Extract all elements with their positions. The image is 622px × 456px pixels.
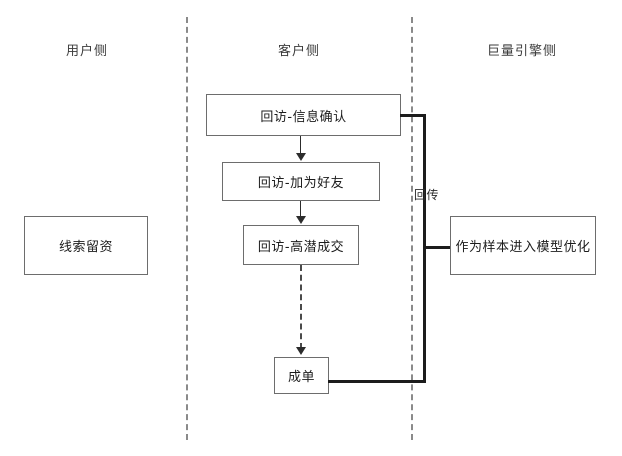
connector-order-to-bracket bbox=[328, 380, 426, 383]
lane-header-user: 用户侧 bbox=[65, 44, 108, 59]
arrowhead-deal-to-order bbox=[296, 347, 306, 355]
edge-label-feedback: 回传 bbox=[414, 188, 440, 202]
connector-confirm-to-friend bbox=[300, 136, 301, 154]
node-callback-add-friend[interactable]: 回访-加为好友 bbox=[222, 162, 380, 201]
lane-header-client: 客户侧 bbox=[277, 44, 320, 59]
node-callback-info-confirm[interactable]: 回访-信息确认 bbox=[206, 94, 401, 136]
connector-confirm-to-bracket bbox=[400, 114, 426, 117]
node-sample-model-optimization[interactable]: 作为样本进入模型优化 bbox=[450, 216, 596, 275]
node-callback-high-intent-deal[interactable]: 回访-高潜成交 bbox=[243, 225, 359, 265]
lane-divider-user-client bbox=[186, 17, 188, 440]
arrowhead-friend-to-deal bbox=[296, 216, 306, 224]
connector-bracket-to-model bbox=[423, 246, 451, 249]
lane-header-engine: 巨量引擎侧 bbox=[486, 44, 557, 59]
arrowhead-confirm-to-friend bbox=[296, 153, 306, 161]
node-order-closed[interactable]: 成单 bbox=[274, 357, 329, 394]
connector-friend-to-deal bbox=[300, 201, 301, 217]
lane-divider-client-engine bbox=[411, 17, 413, 440]
node-lead-capture[interactable]: 线索留资 bbox=[24, 216, 148, 275]
connector-deal-to-order-dashed bbox=[300, 265, 302, 349]
